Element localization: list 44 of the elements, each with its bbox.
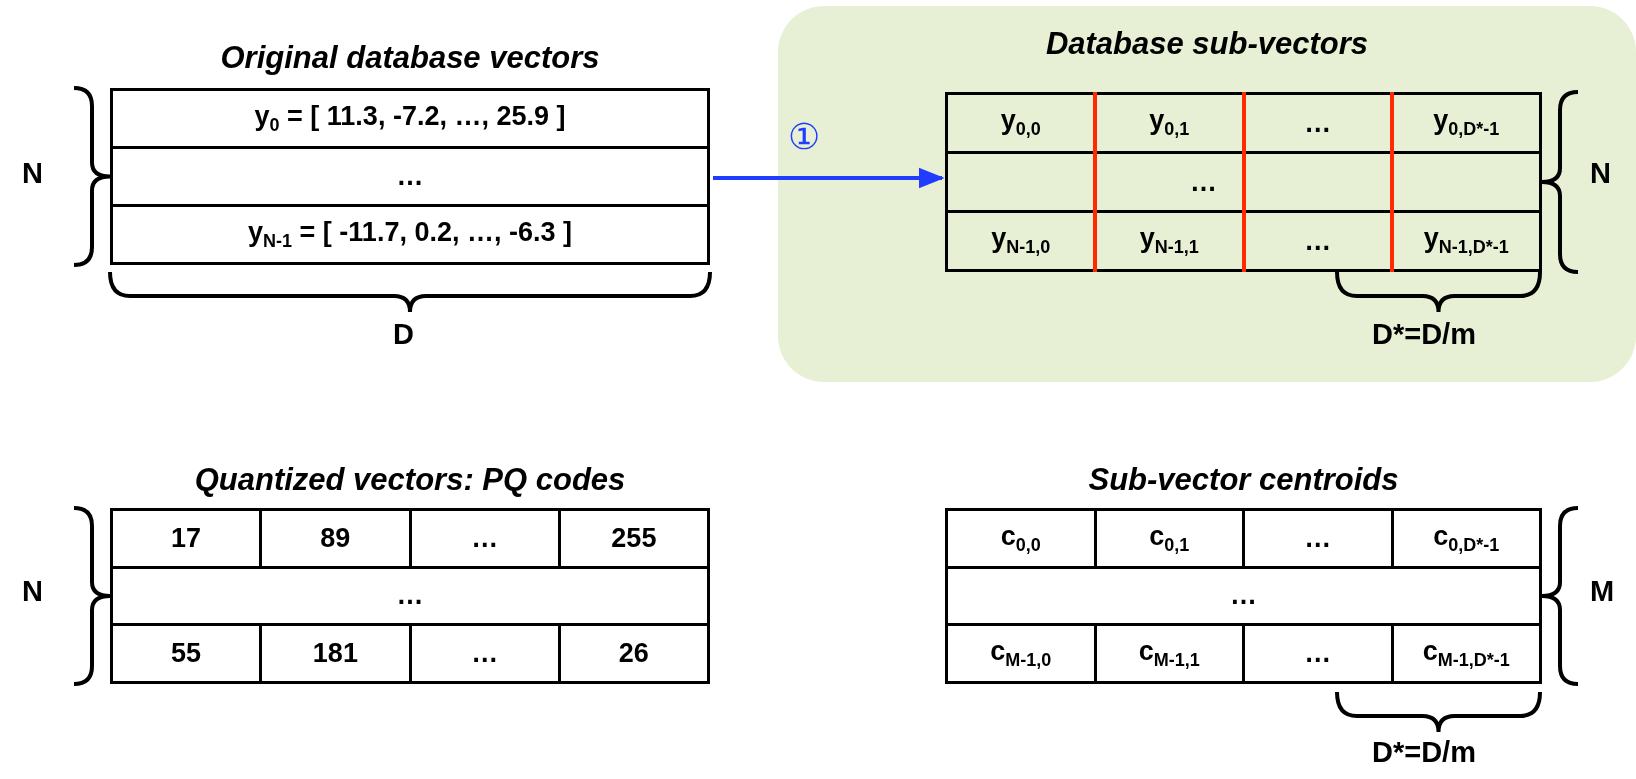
table-cell: c$_{M-1,1}$ — [1138, 635, 1200, 672]
dimension-label: D*=D/m — [1372, 318, 1476, 351]
dimension-label: M — [1590, 575, 1615, 608]
table-cell: … — [1230, 580, 1257, 612]
table-cell: y$_{0,0}$ — [1000, 105, 1041, 141]
table-cell: … — [1304, 638, 1332, 670]
table-title: Database sub-vectors — [1044, 26, 1370, 62]
dimension-label: D*=D/m — [1372, 736, 1476, 769]
edge-label: ① — [787, 116, 820, 158]
table-title: Quantized vectors: PQ codes — [193, 462, 627, 498]
table-cell: … — [396, 580, 424, 612]
table-title: Original database vectors — [219, 40, 601, 76]
table-cell: … — [1304, 225, 1332, 257]
table-cell: c$_{0,0}$ — [1000, 520, 1041, 556]
table-cell: y$_{N-1}$ = [ -11.7, 0.2, …, -6.3 ] — [248, 216, 572, 253]
table-cell: … — [396, 161, 424, 192]
table-cell: 17 — [171, 522, 202, 554]
table-cell: 255 — [611, 522, 657, 554]
table-cell: y$_{N-1,1}$ — [1139, 223, 1199, 259]
table-cell: … — [1304, 522, 1332, 554]
table-cell: y$_{0,D*-1}$ — [1433, 105, 1500, 141]
table-cell: 89 — [320, 522, 351, 554]
table-cell: c$_{0,D*-1}$ — [1433, 520, 1500, 556]
table-title: Sub-vector centroids — [1087, 462, 1400, 498]
table-cell: c$_{M-1,0}$ — [990, 635, 1052, 672]
dimension-label: N — [22, 575, 43, 608]
table-cell: … — [1190, 166, 1217, 198]
table-cell: 26 — [618, 638, 649, 670]
dimension-label: N — [1590, 157, 1611, 190]
table-cell: y$_{0,1}$ — [1149, 105, 1190, 141]
panel-background — [778, 6, 1636, 382]
table-cell: 181 — [312, 638, 358, 670]
dimension-label: N — [22, 157, 43, 190]
dimension-label: D — [393, 318, 414, 351]
table-cell: c$_{0,1}$ — [1149, 520, 1190, 556]
table-cell: y$_{N-1,0}$ — [991, 223, 1051, 259]
arrow — [713, 167, 945, 189]
table-cell: … — [471, 638, 499, 670]
table-cell: … — [1304, 107, 1332, 139]
table-cell: … — [471, 522, 499, 554]
table-cell: y$_{0}$ = [ 11.3, -7.2, …, 25.9 ] — [254, 100, 566, 137]
table-cell: 55 — [171, 638, 202, 670]
table-cell: y$_{N-1,D*-1}$ — [1423, 223, 1509, 259]
table-cell: c$_{M-1,D*-1}$ — [1422, 635, 1510, 672]
